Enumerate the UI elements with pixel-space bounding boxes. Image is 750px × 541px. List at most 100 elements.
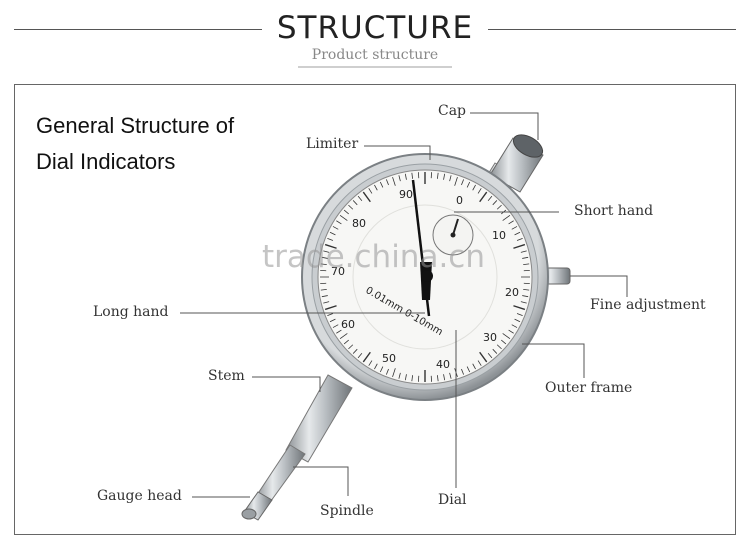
label-spindle: Spindle: [320, 503, 374, 519]
dial-tick: [443, 173, 446, 180]
dial-tick: [336, 220, 342, 225]
label-gauge-head: Gauge head: [97, 488, 182, 504]
dial-tick: [461, 368, 465, 375]
dial-tick: [487, 195, 493, 201]
watermark: trade.china.cn: [262, 239, 485, 275]
dial-tick: [492, 200, 498, 206]
dial-tick: [522, 256, 529, 259]
dial-tick: [477, 360, 482, 366]
dial-tick: [332, 324, 339, 328]
dial-tick: [449, 372, 452, 379]
dial-tick: [392, 368, 396, 377]
dial-tick: [327, 313, 334, 317]
label-limiter: Limiter: [306, 136, 359, 152]
dial-tick: [329, 318, 336, 323]
dial-tick: [362, 351, 371, 363]
dial-tick: [454, 177, 458, 186]
leader-fine-adjustment: [570, 275, 628, 297]
dial-tick: [324, 305, 337, 311]
dial-tick: [339, 214, 348, 221]
dial-number-80: 80: [352, 217, 366, 230]
dial-ticks: [320, 172, 530, 382]
dial-tick: [523, 289, 530, 291]
dial-tick: [404, 374, 407, 381]
diagram-frame: [14, 84, 736, 535]
dial-tick: [329, 231, 336, 236]
dial-tick: [323, 301, 330, 304]
dial-tick: [357, 353, 363, 359]
short-hand: [452, 218, 459, 236]
header-rule-right: [488, 29, 736, 30]
dial-tick: [374, 184, 378, 191]
dial-number-0: 0: [456, 194, 463, 207]
leader-lines: [180, 112, 628, 498]
label-dial: Dial: [438, 492, 467, 508]
dial-tick: [502, 333, 511, 340]
dial-tick: [379, 366, 384, 373]
leader-stem: [252, 376, 321, 392]
dial-tick: [327, 237, 334, 241]
dial-tick: [411, 172, 413, 179]
dial-tick: [411, 375, 413, 382]
dial-numbers: 0 10 20 30 40 50 60 70 80 90: [331, 188, 519, 371]
dial-tick: [479, 191, 488, 203]
subtitle-underline: [298, 66, 452, 68]
dial-tick: [508, 329, 514, 334]
leader-limiter: [364, 145, 431, 160]
dial-number-20: 20: [505, 286, 519, 299]
dial-number-40: 40: [436, 358, 450, 371]
label-cap: Cap: [438, 103, 467, 119]
dial-tick: [479, 351, 488, 363]
dial-tick: [466, 181, 471, 188]
dial-tick: [514, 231, 521, 236]
stem-assembly: [241, 374, 353, 521]
dial-tick: [392, 177, 396, 186]
dial-tick: [522, 295, 529, 298]
dial-tick: [320, 289, 327, 291]
dial-tick: [437, 375, 439, 382]
dial-tick: [352, 200, 358, 206]
dial-tick: [379, 181, 384, 188]
dial-tick: [368, 188, 373, 194]
dial-tick: [472, 363, 476, 370]
dial-tick: [477, 188, 482, 194]
label-stem: Stem: [208, 368, 245, 384]
dial-tick: [343, 339, 349, 345]
dial-tick: [461, 179, 465, 186]
dial-tick: [348, 344, 354, 350]
dial-tick: [514, 318, 521, 323]
dial-tick: [357, 195, 363, 201]
dial-number-10: 10: [492, 229, 506, 242]
dial-tick: [343, 209, 349, 215]
header-subtitle: Product structure: [311, 47, 439, 63]
dial-tick: [492, 348, 498, 354]
dial-tick: [336, 329, 342, 334]
dial-tick: [511, 226, 518, 230]
leader-outer-frame: [522, 343, 585, 378]
dial-tick: [404, 173, 407, 180]
header-rule-left: [14, 29, 262, 30]
dial-tick: [324, 243, 337, 249]
dial-tick: [520, 301, 527, 304]
dial-tick: [362, 191, 371, 203]
dial-tick: [398, 372, 401, 379]
leader-cap: [470, 112, 539, 140]
general-title: General Structure of Dial Indicators: [36, 108, 234, 180]
dial-tick: [449, 175, 452, 182]
dial-tick: [496, 344, 502, 350]
dial-tick: [437, 172, 439, 179]
dial-tick: [332, 226, 339, 230]
dial-number-30: 30: [483, 331, 497, 344]
dial-tick: [523, 263, 530, 265]
dial-tick: [385, 179, 389, 186]
dial-number-50: 50: [382, 352, 396, 365]
dial-number-70: 70: [331, 265, 345, 278]
dial-tick: [320, 263, 327, 265]
label-short-hand: Short hand: [574, 203, 654, 219]
long-hand: [411, 179, 433, 317]
dial-tick: [348, 204, 354, 210]
dial-tick: [487, 353, 493, 359]
dial-tick: [501, 339, 507, 345]
dial-tick: [516, 237, 523, 241]
